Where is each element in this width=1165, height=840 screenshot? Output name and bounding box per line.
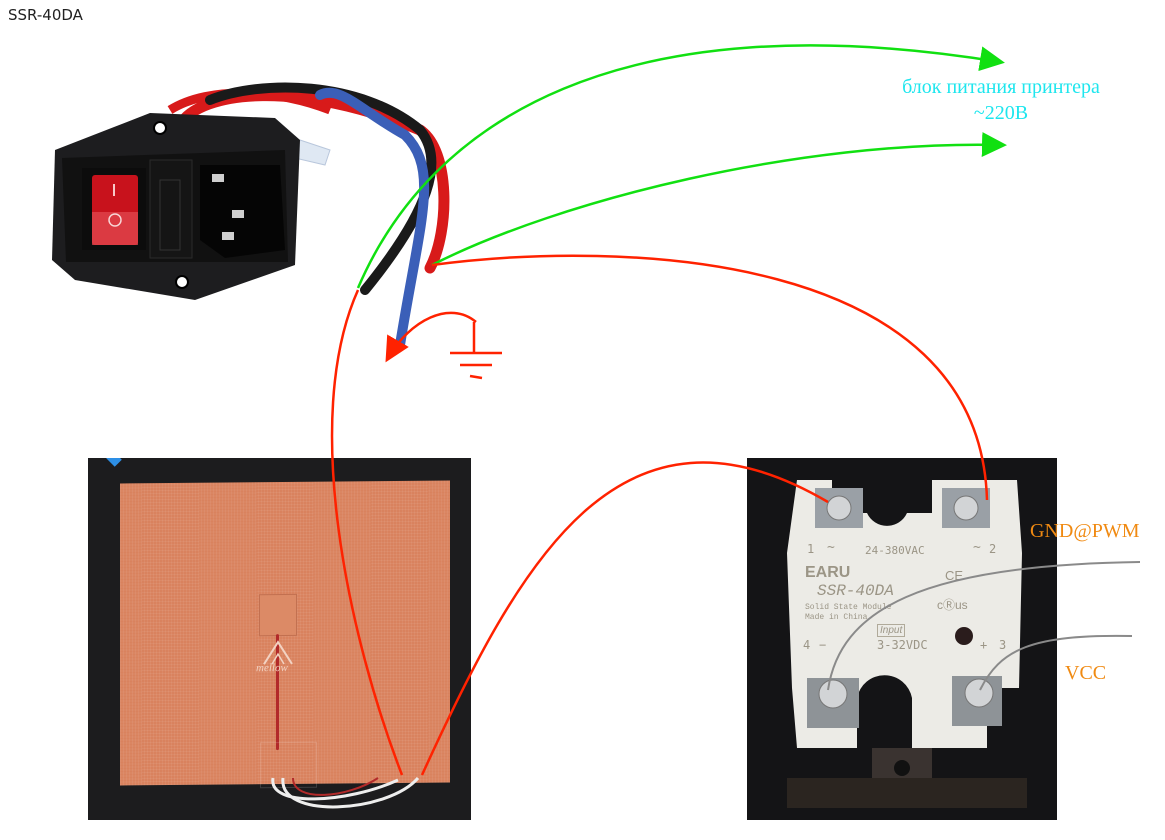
red-wire-to-ssr-2 (431, 254, 989, 501)
ssr-terminal-1: 1 (807, 542, 815, 556)
psu-label-line-1: блок питания принтера (902, 76, 1100, 98)
green-wire-to-psu-1 (356, 44, 1005, 289)
heater-pad-photo: mellow (88, 458, 471, 820)
ssr-desc-2: Made in China (805, 613, 868, 622)
inlet-black-wire (205, 82, 437, 295)
ssr-tilde-2: ~ (973, 540, 981, 555)
green-wire-to-psu-2 (431, 132, 1007, 267)
red-wire-to-heater-1 (330, 289, 404, 776)
heater-leads (271, 777, 420, 809)
ssr-terminal-4: 4 (803, 638, 811, 652)
gray-wire-gnd-pwm (827, 561, 1141, 691)
vcc-label: VCC (1065, 662, 1107, 684)
red-wire-ssr-1-to-heater (420, 461, 829, 776)
ground-symbol-icon (450, 322, 502, 380)
ssr-model: SSR-40DA (817, 582, 894, 600)
ssr-input-label: Input (877, 624, 906, 637)
ssr-desc-1: Solid State Module (805, 603, 892, 612)
ul-mark-icon: cⓇus (937, 598, 968, 612)
inlet-blue-wire (315, 87, 430, 350)
psu-label: блок питания принтера ~220В (870, 74, 1132, 126)
ground-arrow (385, 311, 477, 363)
ssr-dc-range: 3-32VDC (877, 638, 928, 652)
mellow-logo-icon (263, 640, 293, 665)
ssr-minus: − (819, 638, 827, 652)
ssr-photo: 1 ~ 24-380VAC ~ 2 EARU SSR-40DA Solid St… (747, 458, 1057, 820)
ssr-terminal-3: 3 (999, 638, 1007, 652)
ssr-tilde-1: ~ (827, 540, 835, 555)
page-title: SSR-40DA (8, 6, 83, 24)
ssr-ac-range: 24-380VAC (865, 544, 925, 557)
ssr-plus: + (980, 638, 988, 652)
gnd-pwm-label: GND@PWM (1030, 520, 1140, 542)
ssr-brand: EARU (805, 564, 851, 581)
psu-label-line-2: ~220В (973, 102, 1029, 124)
ssr-terminal-2: 2 (989, 542, 997, 556)
ssr-body (787, 480, 1027, 808)
gray-wire-vcc (979, 634, 1133, 691)
heater-pad: mellow (120, 480, 450, 789)
